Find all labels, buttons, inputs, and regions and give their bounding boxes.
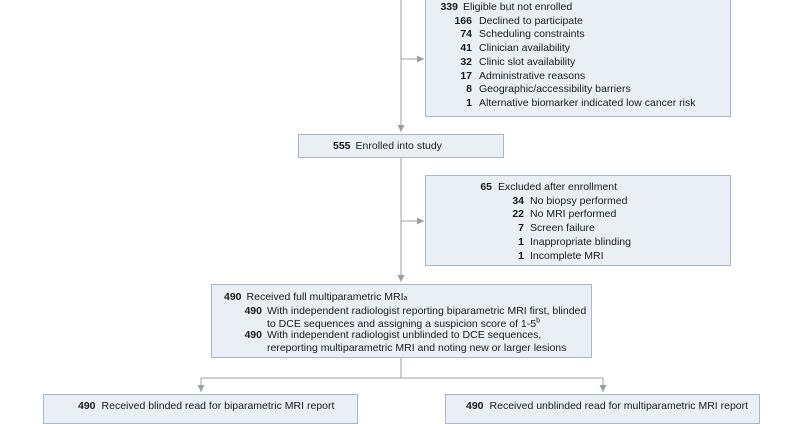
enrolled-box: 555 Enrolled into study (298, 134, 504, 158)
label: Eligible but not enrolled (463, 1, 573, 13)
eligible-not-enrolled-box: 339 Eligible but not enrolled 166 Declin… (425, 0, 731, 117)
label: Inappropriate blinding (530, 235, 631, 248)
count: 339 (440, 1, 458, 13)
eligible-item: 41 Clinician availability (432, 42, 570, 56)
label: Clinic slot availability (479, 55, 576, 68)
eligible-item: 8 Geographic/accessibility barriers (432, 83, 631, 97)
count: 41 (460, 42, 472, 55)
blinded-read-line: 490 Received blinded read for biparametr… (78, 400, 334, 414)
count: 490 (244, 328, 262, 341)
eligible-item: 1 Alternative biomarker indicated low ca… (432, 96, 696, 111)
label: Scheduling constraints (479, 28, 585, 41)
excluded-item: 22 No MRI performed (470, 208, 616, 222)
label-wrap: With independent radiologist reporting b… (267, 305, 587, 332)
eligible-item: 166 Declined to participate (432, 14, 583, 29)
excluded-item: 1 Incomplete MRI (470, 249, 604, 264)
count: 490 (224, 291, 242, 303)
count: 32 (460, 55, 472, 68)
count: 1 (466, 96, 472, 109)
enrolled-line: 555 Enrolled into study (333, 140, 442, 154)
blinded-read-box: 490 Received blinded read for biparametr… (43, 394, 358, 424)
unblinded-read-box: 490 Received unblinded read for multipar… (445, 394, 760, 424)
label: Excluded after enrollment (498, 181, 618, 193)
eligible-item: 32 Clinic slot availability (432, 56, 575, 70)
label: Screen failure (530, 222, 595, 235)
count: 1 (518, 249, 524, 262)
label: Enrolled into study (355, 140, 442, 152)
excluded-item: 7 Screen failure (470, 222, 595, 236)
count: 8 (466, 83, 472, 96)
label: Geographic/accessibility barriers (479, 83, 631, 96)
label: No biopsy performed (530, 194, 628, 207)
label: Received unblinded read for multiparamet… (489, 400, 749, 412)
label: Alternative biomarker indicated low canc… (479, 96, 696, 109)
count: 65 (480, 181, 492, 193)
label: Declined to participate (479, 14, 583, 27)
count: 490 (244, 304, 262, 317)
count: 74 (460, 28, 472, 41)
excluded-box: 65 Excluded after enrollment 34 No biops… (425, 175, 731, 266)
label: Incomplete MRI (530, 249, 604, 262)
mri-item: 490 With independent radiologist reporti… (224, 305, 587, 332)
eligible-item: 17 Administrative reasons (432, 70, 585, 84)
count: 1 (518, 235, 524, 248)
label: No MRI performed (530, 208, 617, 221)
mri-item: 490 With independent radiologist unblind… (224, 329, 587, 356)
excluded-item: 34 No biopsy performed (470, 195, 627, 209)
excluded-main: 65 Excluded after enrollment (470, 181, 617, 195)
count: 22 (512, 208, 524, 221)
count: 17 (460, 69, 472, 82)
footnote-marker: b (536, 317, 540, 325)
label: Received blinded read for biparametric M… (101, 400, 335, 412)
count: 7 (518, 222, 524, 235)
unblinded-read-line: 490 Received unblinded read for multipar… (466, 400, 748, 414)
label: Clinician availability (479, 42, 571, 55)
count: 34 (512, 194, 524, 207)
count: 555 (333, 140, 351, 152)
label: With independent radiologist reporting b… (267, 304, 587, 331)
count: 490 (466, 400, 484, 412)
eligible-item: 74 Scheduling constraints (432, 28, 585, 42)
label: With independent radiologist unblinded t… (267, 328, 567, 355)
count: 166 (454, 14, 472, 27)
count: 490 (78, 400, 96, 412)
eligible-not-enrolled-main: 339 Eligible but not enrolled (432, 1, 572, 15)
label: Received full multiparametric MRI (246, 291, 404, 303)
excluded-item: 1 Inappropriate blinding (470, 236, 631, 250)
label: Administrative reasons (479, 69, 586, 82)
